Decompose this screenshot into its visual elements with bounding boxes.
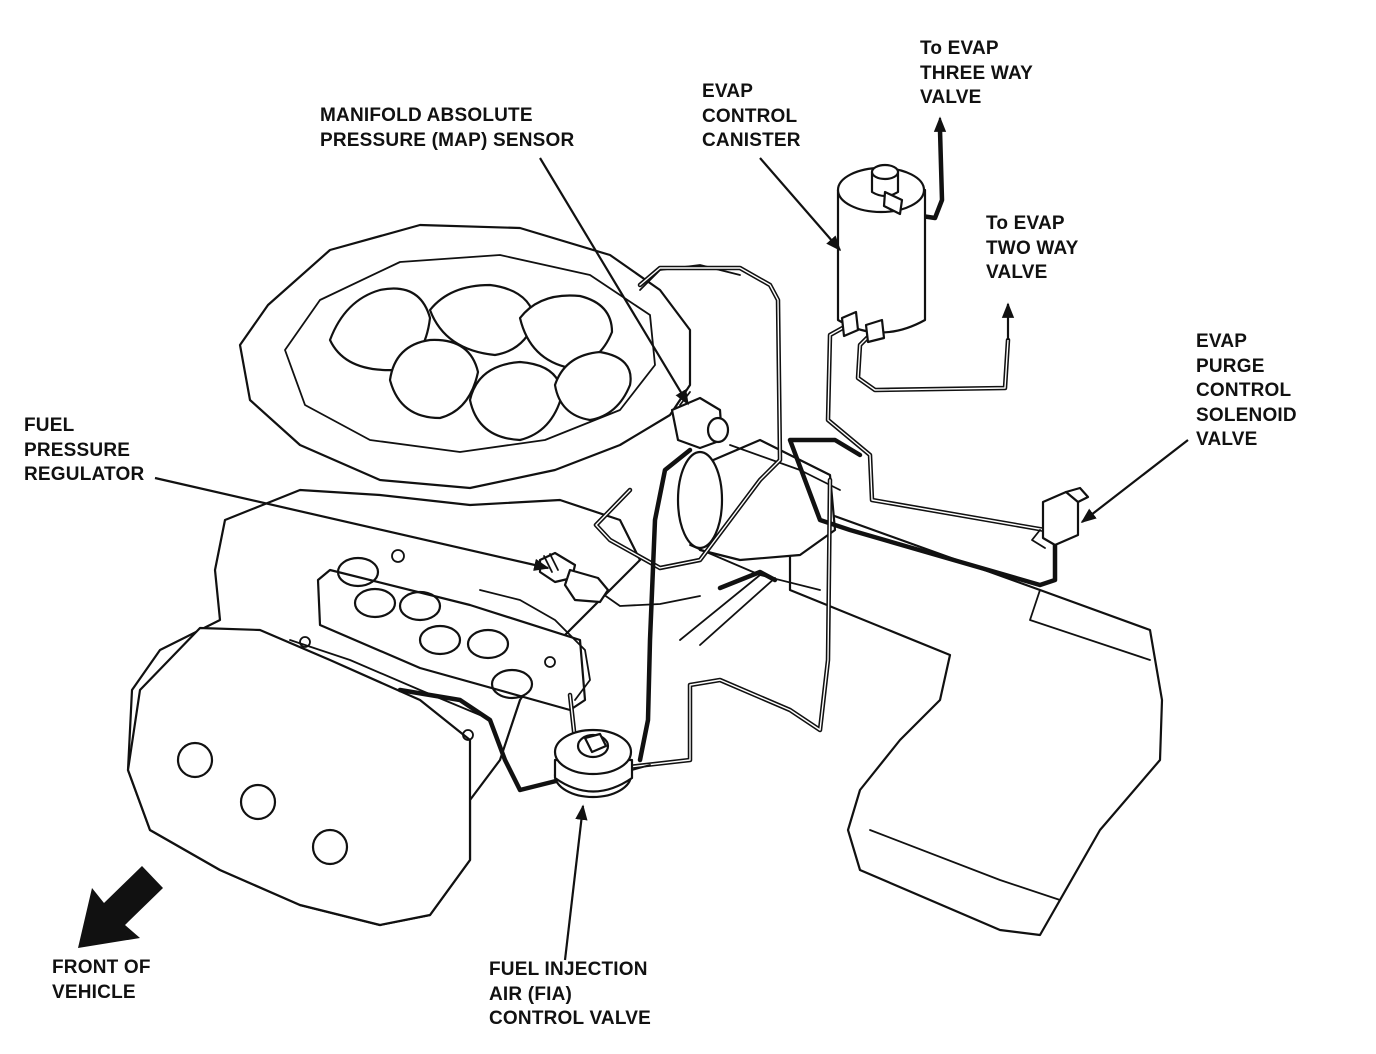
label-fia-valve: FUEL INJECTION AIR (FIA) CONTROL VALVE xyxy=(489,959,651,1029)
label-purge-solenoid: EVAP PURGE CONTROL SOLENOID VALVE xyxy=(1196,331,1297,450)
label-map-sensor: MANIFOLD ABSOLUTE PRESSURE (MAP) SENSOR xyxy=(320,105,575,151)
label-front-of-vehicle: FRONT OF VEHICLE xyxy=(52,957,151,1003)
front-of-vehicle-arrow-icon xyxy=(78,866,163,948)
evap-purge-control-solenoid-valve xyxy=(1031,486,1090,549)
map-sensor xyxy=(670,391,730,450)
engine-block xyxy=(126,488,642,927)
label-two-way-valve: To EVAP TWO WAY VALVE xyxy=(986,213,1079,283)
label-three-way-valve: To EVAP THREE WAY VALVE xyxy=(920,38,1034,108)
fia-control-valve xyxy=(539,728,651,799)
transmission-housing xyxy=(788,498,1164,937)
fuel-pressure-regulator xyxy=(538,551,610,604)
intake-plenum xyxy=(238,223,741,490)
label-evap-canister: EVAP CONTROL CANISTER xyxy=(702,81,801,151)
leader-lines xyxy=(154,116,1189,961)
throttle-body xyxy=(676,438,841,646)
label-fuel-pressure-regulator: FUEL PRESSURE REGULATOR xyxy=(24,415,145,485)
evap-control-canister xyxy=(836,163,927,344)
